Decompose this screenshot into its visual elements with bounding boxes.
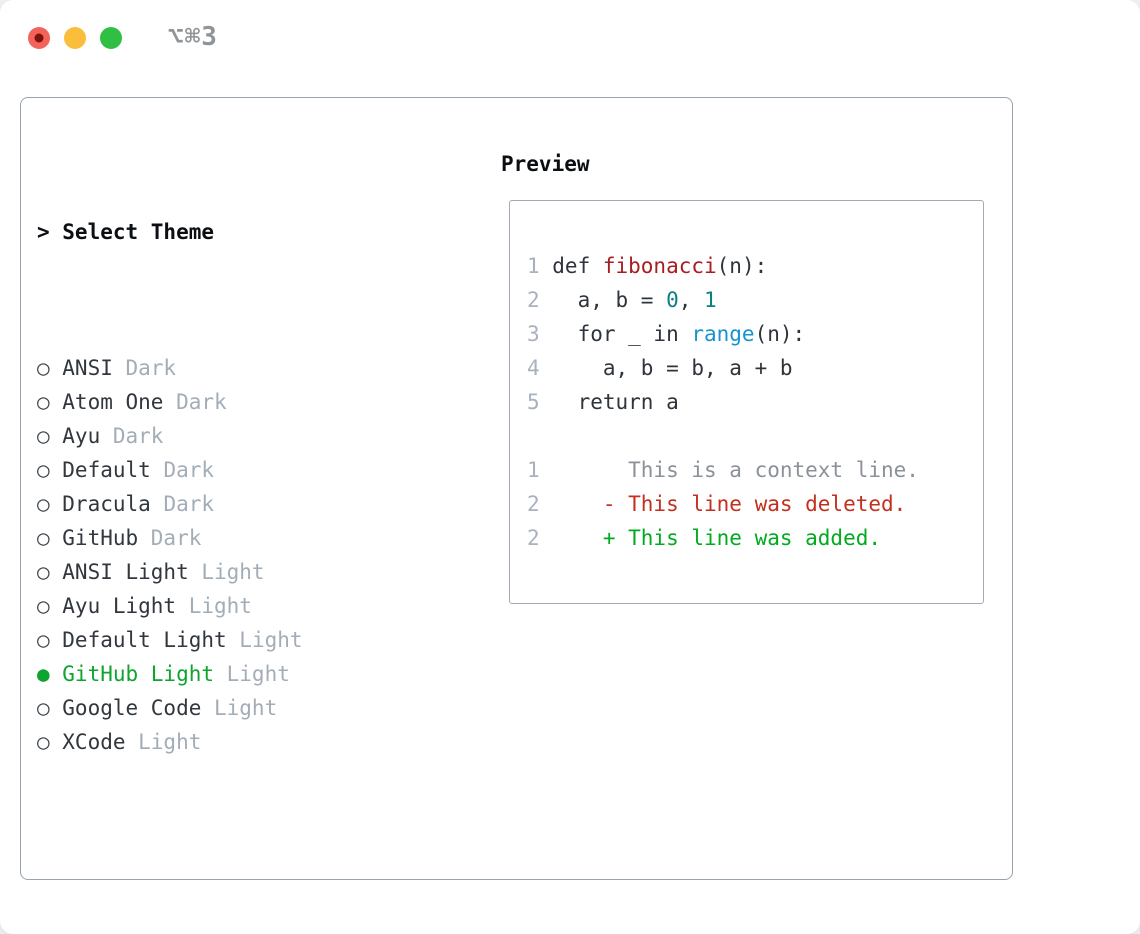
line-number: 3: [527, 322, 540, 346]
radio-icon: ○: [37, 356, 50, 380]
theme-name-label: Default: [62, 458, 151, 482]
theme-option[interactable]: ○ Default Light Light: [37, 623, 404, 657]
theme-name-label: GitHub Light: [62, 662, 214, 686]
radio-icon: ○: [37, 628, 50, 652]
code-segment: + This line was added.: [552, 526, 882, 550]
line-number: 2: [527, 492, 540, 516]
theme-option[interactable]: ● GitHub Light Light: [37, 657, 404, 691]
theme-variant-tag: Light: [214, 696, 278, 720]
radio-icon: ○: [37, 424, 50, 448]
select-theme-heading: > Select Theme: [37, 215, 404, 249]
code-line: 5 return a: [527, 385, 983, 419]
theme-variant-tag: Dark: [163, 492, 215, 516]
code-segment: This is a context line.: [552, 458, 919, 482]
line-number: 4: [527, 356, 540, 380]
code-line: 1 This is a context line.: [527, 453, 983, 487]
theme-variant-tag: Dark: [150, 526, 202, 550]
close-dot-icon: [34, 33, 44, 43]
titlebar: ⌥⌘3: [0, 0, 1140, 76]
theme-variant-tag: Light: [239, 628, 303, 652]
theme-name-label: XCode: [62, 730, 126, 754]
select-theme-heading-label: Select Theme: [62, 220, 214, 244]
line-number: 1: [527, 254, 540, 278]
theme-name-label: ANSI: [62, 356, 113, 380]
radio-icon: ○: [37, 560, 50, 584]
radio-icon: ○: [37, 594, 50, 618]
theme-variant-tag: Light: [226, 662, 290, 686]
code-line: [527, 419, 983, 453]
code-line: 1 def fibonacci(n):: [527, 249, 983, 283]
theme-option[interactable]: ○ XCode Light: [37, 725, 404, 759]
code-line: 2 - This line was deleted.: [527, 487, 983, 521]
code-segment: a, b =: [552, 288, 667, 312]
close-button[interactable]: [28, 27, 50, 49]
theme-variant-tag: Dark: [125, 356, 177, 380]
code-segment: range: [691, 322, 755, 346]
code-line: 2 + This line was added.: [527, 521, 983, 555]
theme-name-label: GitHub: [62, 526, 139, 550]
theme-option[interactable]: ○ ANSI Dark: [37, 351, 404, 385]
code-segment: return a: [552, 390, 679, 414]
theme-option[interactable]: ○ Atom One Dark: [37, 385, 404, 419]
theme-option[interactable]: ○ GitHub Dark: [37, 521, 404, 555]
theme-name-label: ANSI Light: [62, 560, 189, 584]
code-line: 4 a, b = b, a + b: [527, 351, 983, 385]
theme-variant-tag: Dark: [176, 390, 227, 414]
theme-name-label: Google Code: [62, 696, 202, 720]
prompt-arrow-icon: >: [37, 220, 50, 244]
code-segment: a, b = b, a + b: [552, 356, 793, 380]
code-segment: ,: [678, 288, 705, 312]
code-segment: fibonacci: [602, 254, 717, 278]
radio-icon: ○: [37, 526, 50, 550]
theme-name-label: Atom One: [62, 390, 164, 414]
radio-icon: ○: [37, 730, 50, 754]
spacer: [37, 861, 404, 895]
radio-icon: ○: [37, 696, 50, 720]
radio-icon: ○: [37, 492, 50, 516]
code-segment: (n):: [716, 254, 768, 278]
zoom-button[interactable]: [100, 27, 122, 49]
theme-variant-tag: Dark: [112, 424, 164, 448]
code-segment: for _ in: [552, 322, 692, 346]
code-segment: def: [552, 254, 603, 278]
theme-variant-tag: Light: [188, 594, 252, 618]
theme-option[interactable]: ○ Ayu Light Light: [37, 589, 404, 623]
code-line: 3 for _ in range(n):: [527, 317, 983, 351]
theme-name-label: Ayu: [62, 424, 101, 448]
theme-name-label: Ayu Light: [62, 594, 177, 618]
code-segment: (n):: [754, 322, 806, 346]
radio-icon: ○: [37, 390, 50, 414]
code-segment: - This line was deleted.: [552, 492, 907, 516]
radio-icon: ○: [37, 458, 50, 482]
minimize-button[interactable]: [64, 27, 86, 49]
line-number: 5: [527, 390, 540, 414]
theme-option[interactable]: ○ Dracula Dark: [37, 487, 404, 521]
traffic-lights: [28, 27, 122, 49]
code-line: 2 a, b = 0, 1: [527, 283, 983, 317]
theme-variant-tag: Light: [201, 560, 265, 584]
theme-option[interactable]: ○ Google Code Light: [37, 691, 404, 725]
line-number: 2: [527, 288, 540, 312]
theme-option[interactable]: ○ Default Dark: [37, 453, 404, 487]
code-segment: 1: [704, 288, 717, 312]
window-title-shortcut: ⌥⌘3: [168, 22, 218, 52]
theme-option[interactable]: ○ Ayu Dark: [37, 419, 404, 453]
line-number: 1: [527, 458, 540, 482]
preview-heading: Preview: [501, 152, 590, 176]
theme-name-label: Dracula: [62, 492, 151, 516]
theme-variant-tag: Light: [138, 730, 202, 754]
radio-icon: ●: [37, 662, 50, 686]
code-segment: 0: [666, 288, 679, 312]
theme-name-label: Default Light: [62, 628, 227, 652]
theme-option[interactable]: ○ ANSI Light Light: [37, 555, 404, 589]
line-number: 2: [527, 526, 540, 550]
theme-variant-tag: Dark: [163, 458, 215, 482]
